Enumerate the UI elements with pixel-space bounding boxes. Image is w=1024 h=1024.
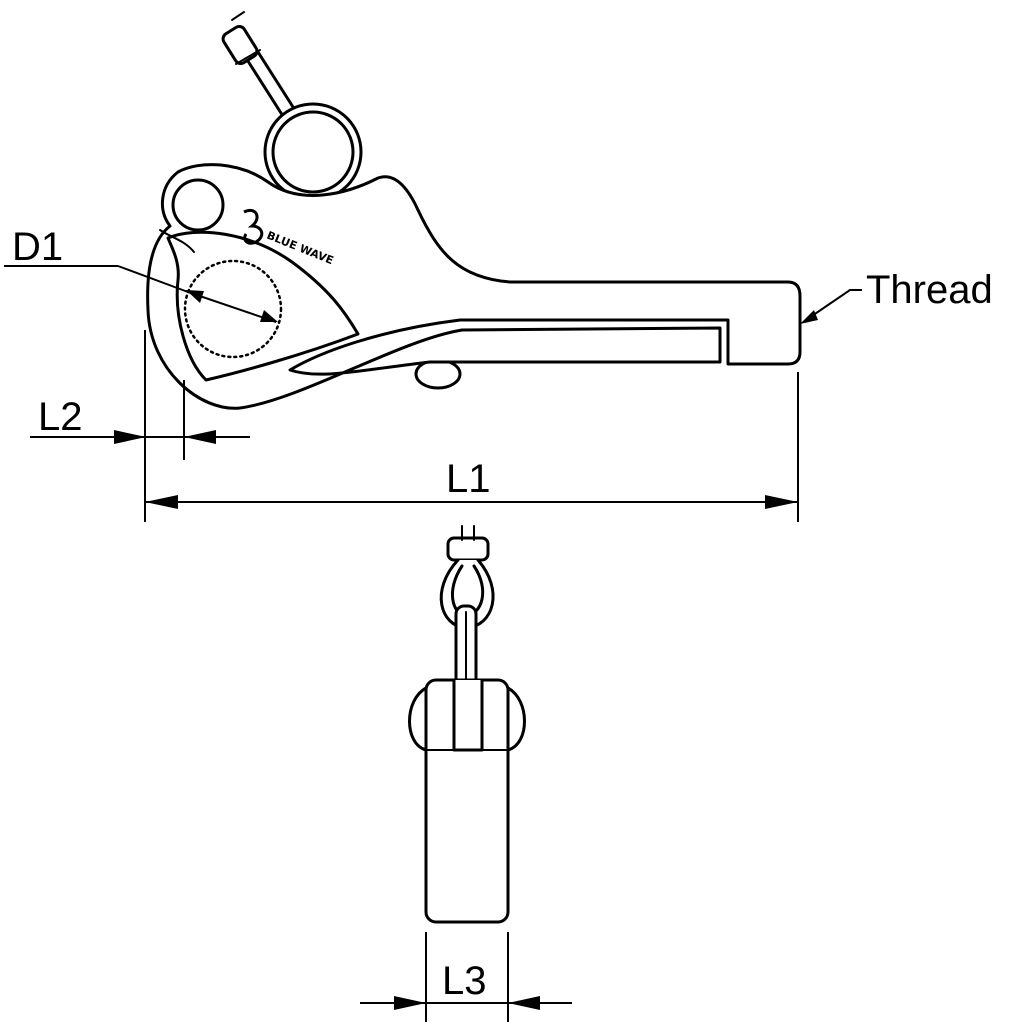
l1-dimension xyxy=(144,330,799,522)
wave-logo-icon xyxy=(243,209,264,245)
d1-dimension xyxy=(4,265,278,323)
hook-body xyxy=(146,163,802,410)
l2-label: L2 xyxy=(38,395,83,439)
split-ring-icon xyxy=(263,102,363,202)
front-view-body xyxy=(408,678,526,924)
l2-dimension xyxy=(30,380,250,460)
thread-leader xyxy=(800,289,862,324)
d1-capacity-circle xyxy=(183,259,283,359)
l3-label: L3 xyxy=(442,959,487,1003)
l1-label: L1 xyxy=(446,457,491,501)
l3-dimension xyxy=(360,932,572,1022)
thread-label: Thread xyxy=(866,268,993,312)
d1-label: D1 xyxy=(12,225,63,269)
front-view-pin xyxy=(439,525,495,688)
